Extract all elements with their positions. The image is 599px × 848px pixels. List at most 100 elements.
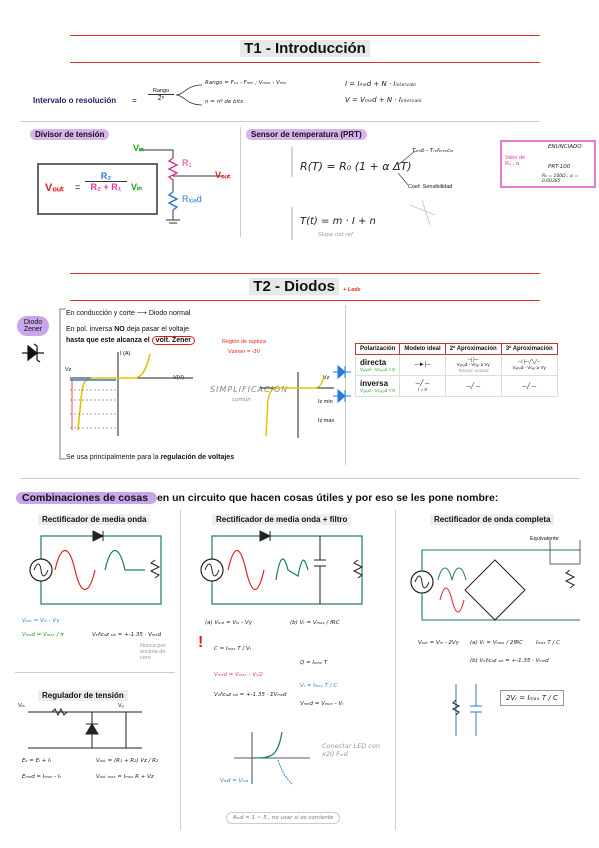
rect-filtro-c: C = Iₘₐₓ T / Vᵣ: [214, 646, 252, 652]
rect-filtro-circuit: [200, 530, 364, 605]
circuit-vout: Vₒᵤₜ: [215, 170, 231, 180]
intervalo-label: Intervalo o resolución: [33, 96, 117, 105]
axis-i: I (A): [120, 351, 131, 357]
t2-title-band: T2 - Diodos + Leds: [70, 273, 540, 301]
t1-title-band: T1 - Introducción: [70, 35, 540, 63]
th-modelo-ideal: Modelo ideal: [399, 343, 446, 355]
ruptura-label: Región de ruptura: [222, 339, 267, 345]
reg-eq1: Eₛ = Eₗ + Iᵣ: [22, 758, 52, 764]
diodo-zener-tag: Diodo Zener: [17, 316, 49, 336]
formula-i: I = Iₘₑd + N · Iᵢₙₜₑᵣᵥₐₗₒ: [345, 80, 417, 88]
rect-completa-rc-circuit: [451, 684, 482, 736]
sensor-title: Sensor de temperatura (PRT): [246, 129, 367, 140]
rect-media-eq1: Vₒᵤₜ = Vᵢₙ - Vγ: [22, 618, 60, 624]
rect-media-title: Rectificador de media onda: [38, 514, 151, 525]
row-directa: directa Vₐₙₒd - Vcₐₜₒd > 0: [354, 354, 401, 376]
ruptura-val: Vzener = -3V: [228, 349, 261, 355]
divisor-fraction: R₂ R₂ + R₁: [85, 171, 127, 192]
reg-eq3: Vₒᵤₜ = (R₁ + R₂) Vz / R₂: [96, 758, 159, 764]
enunciado-box: ENUNCIADO Valor de R₀ , α PRT-100 R₀ = 1…: [500, 140, 596, 188]
zener-curve: [70, 352, 193, 436]
rect-media-eq3: Vₑfᵢcₐz ₛₐₗ = +-1.35 · Vₘₑd: [92, 632, 162, 638]
intervalo-eq: =: [132, 96, 137, 105]
branch-top: Rango = Fᵥₛ - Fₘᵢₙ ; Vₘₐₓ - Vₘᵢₙ: [205, 80, 287, 86]
rect-completa-eq3: (b) Vₑfᵢcₐz ₛₐₗ = +-1.35 · Vₘₑd: [470, 658, 549, 664]
directa-3a: ─|├─╱╲╱─ Vₐₙₒd - Vcₐₜ ≥ Vγ: [500, 354, 558, 376]
rect-filtro-vef: Vₑfᵢcₐz ₛₐₗ = +-1.35 · ΣVₘₑd: [214, 692, 287, 698]
t2-bottom-separator: [20, 478, 580, 479]
led-curve: [234, 731, 310, 785]
rect-completa-equiv: Equivalente: [530, 536, 559, 542]
rect-completa-eq2: (a) Vᵣ = Vₘₐₓ / 2fRC: [470, 640, 523, 646]
zener-simple-curve: [260, 372, 334, 438]
t1-vertical-separator: [240, 127, 241, 237]
t2-bottom-line: Se usa principalmente para la regulación…: [66, 454, 235, 461]
fraction: Rango 2ⁿ: [148, 88, 174, 102]
rect-filtro-bottom: Aₗₑd = 1 ~ 5 , no usar si es corriente: [226, 812, 341, 824]
warning-icon: !: [198, 634, 204, 651]
divisor-vin: Vᵢₙ: [131, 182, 142, 192]
diode-symbols-icon: [333, 364, 351, 404]
rect-completa-circuit: [410, 540, 581, 621]
t1-title: T1 - Introducción: [70, 36, 540, 62]
inversa-2a: ─╱ ─: [444, 375, 502, 397]
t2-line1: En conducción y corte ⟶ Diodo normal: [66, 310, 191, 317]
reg-eq2: Eₘₑd = Iₘₐₓ - Iᵣ: [22, 774, 61, 780]
t2-title: T2 - Diodos + Leds: [70, 274, 540, 303]
reg-eq4: Vₒᵤₜ ₘₐₓ = Iₘₐₓ R + Vz: [96, 774, 154, 780]
rect-filtro-vmed2: Vₘₑd = Vₘₐₓ - Vᵣ: [300, 701, 344, 707]
circuit-vin: Vᵢₙ: [133, 143, 144, 153]
rect-filtro-eq2: (b) Vᵣ = Vₘₐₓ / fRC: [290, 620, 340, 626]
row-inversa: inversa Vₐₙₒd - Vcₐₜₒd < 0: [354, 375, 401, 397]
directa-ideal: ─►|─: [399, 354, 446, 376]
formula-v: V = Vₘₑd + N · Iᵢₙₜₑᵣᵥₐₗₒ: [345, 96, 422, 104]
divisor-num: R₂: [100, 171, 112, 181]
rect-filtro-vled: Vₗₑd = Vₒᵤₜ: [220, 778, 249, 784]
combo-vertical-separator-2: [395, 510, 396, 830]
reg-vin: Vᵢₙ: [18, 703, 25, 709]
vz-right: Vz: [323, 375, 330, 381]
iz-min: Iz min: [318, 399, 333, 405]
enunciado-bottom: R₀ = 100Ω ; α = 0.00385: [542, 174, 579, 184]
zener-symbol-icon: [22, 343, 44, 363]
rect-completa-box: 2Vᵣ = Iₘₐₓ T / C: [500, 690, 564, 706]
sensor-eq: R(T) = R₀ (1 + α ΔT): [300, 160, 412, 173]
t2-line3: hasta que este alcanza el volt. Zener: [66, 336, 196, 345]
t2-line2: En pol. inversa NO deja pasar el voltaje: [66, 326, 189, 333]
th-polarizacion: Polarización: [354, 343, 401, 355]
regulador-title: Regulador de tensión: [38, 690, 128, 701]
branch-bottom: n = nº de bits: [205, 99, 244, 105]
rect-filtro-vmed: Vₘₑd = Vₘₐₓ - Vᵣ/2: [214, 672, 263, 678]
rect-filtro-eq1: (a) Vₒᵤₜ = Vᵢₙ - Vγ: [205, 620, 252, 626]
fraction-den: 2ⁿ: [148, 94, 174, 102]
simplificacion-sub: común: [232, 397, 251, 403]
th-3a: 3ª Aproximación: [500, 343, 558, 355]
t2-left-bracket: [59, 308, 66, 460]
enunciado-header: ENUNCIADO: [548, 144, 582, 150]
sensor-alpha: Coef. Sensibilidad: [408, 184, 453, 190]
rect-filtro-leds: Conectar LED con x20 Fₗₑd: [322, 742, 380, 758]
vz-label: Vz: [65, 367, 72, 373]
sensor-dt: Tₐₘb - Tᵣₑfₑᵣₑₙcᵢₐ: [412, 148, 454, 154]
rect-media-circuit: [29, 530, 162, 605]
simplificacion: SIMPLIFICACIÓN: [210, 385, 289, 394]
diode-models-table: Polarización Modelo ideal 2ª Aproximació…: [354, 343, 558, 397]
axis-v: V(V): [173, 375, 184, 381]
divisor-eq: =: [75, 182, 81, 192]
divisor-circuit: [140, 149, 223, 224]
enunciado-right: PRT-100: [548, 164, 571, 170]
circuit-r1: R₁: [182, 158, 192, 168]
rect-completa-eq2b: Iₘₐₓ T / C: [536, 640, 560, 646]
combo-vertical-separator-1: [180, 510, 181, 830]
th-2a: 2ª Aproximación: [444, 343, 502, 355]
rect-filtro-title: Rectificador de media onda + filtro: [212, 514, 352, 525]
circuit-r2: Rₗₒₐd: [182, 194, 202, 204]
combo-left-separator: [15, 672, 175, 673]
iz-max: Iz max: [318, 418, 335, 424]
branch-lines: [175, 84, 203, 106]
sensor-eq2-sub: Slope nst ref: [318, 232, 353, 238]
inversa-ideal: ─╱ ─I = 0: [399, 375, 446, 397]
divisor-formula-box: Vₒᵤₜ = R₂ R₂ + R₁ Vᵢₙ: [37, 163, 158, 215]
combo-heading: Combinaciones de cosas en un circuito qu…: [16, 492, 498, 504]
divisor-vout: Vₒᵤₜ: [45, 182, 65, 194]
